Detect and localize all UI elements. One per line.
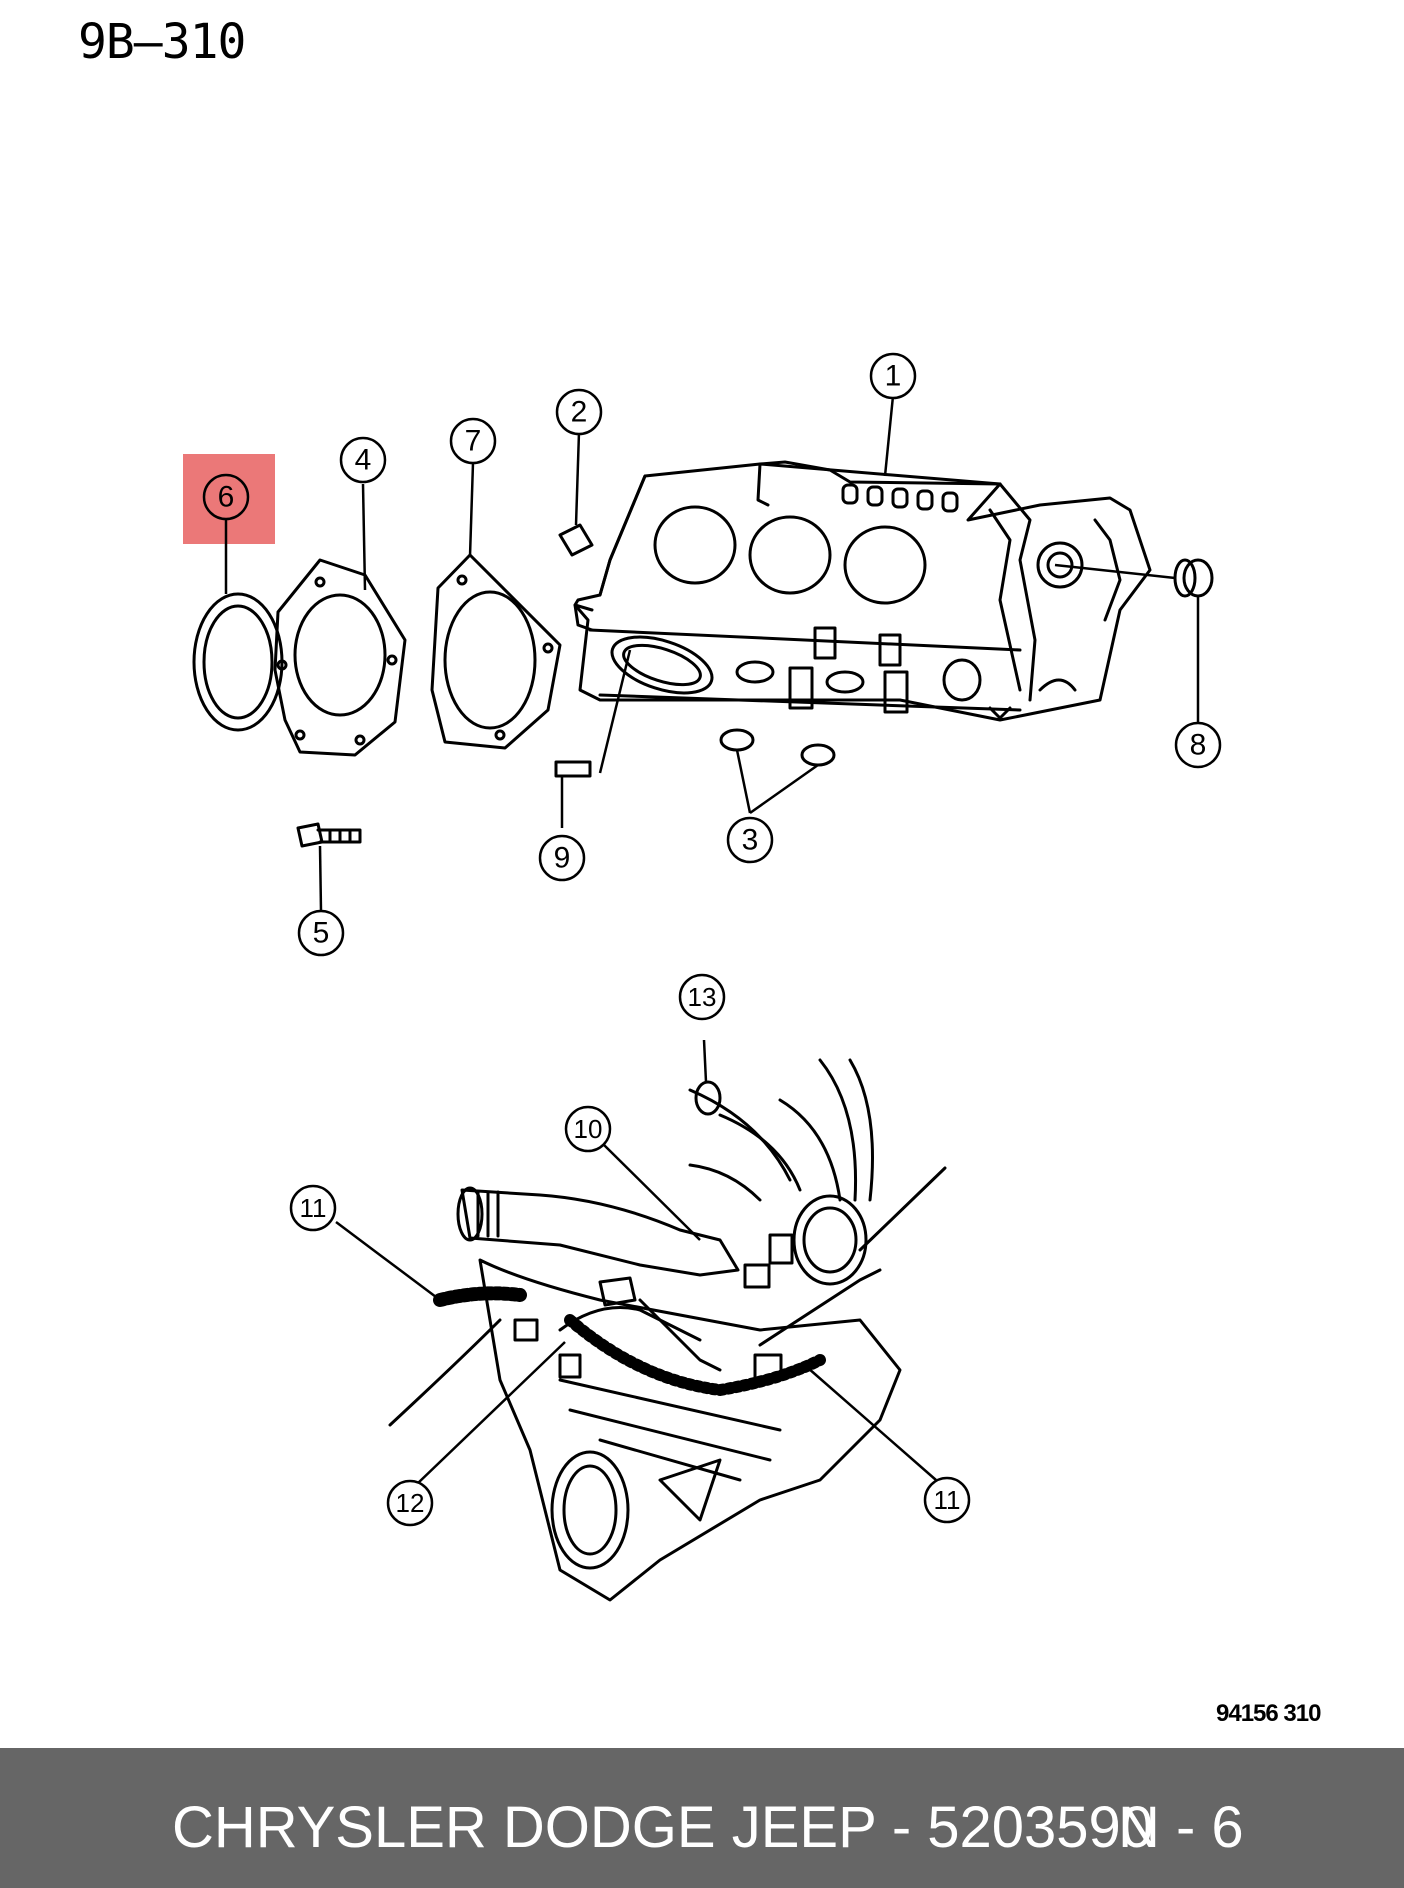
engine-block-drawing bbox=[573, 460, 1152, 722]
callout-13-label: 13 bbox=[688, 982, 717, 1012]
dowel-pin-lower-drawing bbox=[554, 760, 592, 778]
intake-assembly-drawing bbox=[388, 1058, 947, 1602]
callout-1-label: 1 bbox=[885, 360, 902, 393]
o-ring-drawing bbox=[694, 1080, 722, 1116]
cup-plug-drawing bbox=[1182, 558, 1214, 598]
callout-10-label: 10 bbox=[574, 1114, 603, 1144]
callout-6-circle[interactable] bbox=[202, 473, 250, 521]
core-plug-drawing bbox=[719, 728, 755, 752]
core-plug-drawing-2 bbox=[800, 743, 836, 767]
callout-11a-label: 11 bbox=[300, 1193, 327, 1223]
retainer-gasket-drawing bbox=[430, 553, 562, 750]
dowel-pin-drawing bbox=[558, 523, 594, 557]
callout-7-circle[interactable] bbox=[449, 417, 497, 465]
callout-5-circle[interactable] bbox=[297, 909, 345, 957]
callout-5-label: 5 bbox=[313, 917, 330, 950]
callout-3-label: 3 bbox=[742, 824, 759, 857]
callout-4-label: 4 bbox=[355, 444, 372, 477]
callout-13-circle[interactable] bbox=[678, 973, 726, 1021]
callout-9-circle[interactable] bbox=[538, 834, 586, 882]
footer-brand-part-number: CHRYSLER DODGE JEEP - 5203590 bbox=[172, 1795, 1154, 1860]
callout-3-circle[interactable] bbox=[726, 816, 774, 864]
figure-reference-code: 94156 310 bbox=[1216, 1700, 1321, 1727]
callout-7-label: 7 bbox=[465, 425, 482, 458]
callout-11b-circle[interactable] bbox=[923, 1476, 971, 1524]
callout-1-circle[interactable] bbox=[869, 352, 917, 400]
callout-2-circle[interactable] bbox=[555, 388, 603, 436]
callout-8-circle[interactable] bbox=[1174, 721, 1222, 769]
callout-8-label: 8 bbox=[1190, 729, 1207, 762]
callout-9-label: 9 bbox=[554, 842, 571, 875]
callout-10-circle[interactable] bbox=[564, 1105, 612, 1153]
callout-2-label: 2 bbox=[571, 396, 588, 429]
callout-11b-label: 11 bbox=[934, 1485, 961, 1515]
seal-retainer-drawing bbox=[273, 558, 407, 757]
bolt-drawing bbox=[296, 822, 362, 848]
callout-11a-circle[interactable] bbox=[289, 1184, 337, 1232]
callout-12-circle[interactable] bbox=[386, 1479, 434, 1527]
page-title: 9B–310 bbox=[78, 14, 246, 70]
callout-12-label: 12 bbox=[396, 1488, 425, 1518]
footer-position: N - 6 bbox=[1118, 1795, 1244, 1860]
callout-4-circle[interactable] bbox=[339, 436, 387, 484]
footer-bar bbox=[0, 1748, 1404, 1888]
callout-6-label: 6 bbox=[218, 481, 235, 514]
parts-diagram: 1 2 3 4 5 6 7 8 9 10 11 11 12 13 bbox=[183, 352, 1222, 1602]
rear-main-seal-drawing bbox=[192, 592, 284, 732]
selected-part-highlight bbox=[183, 454, 275, 544]
